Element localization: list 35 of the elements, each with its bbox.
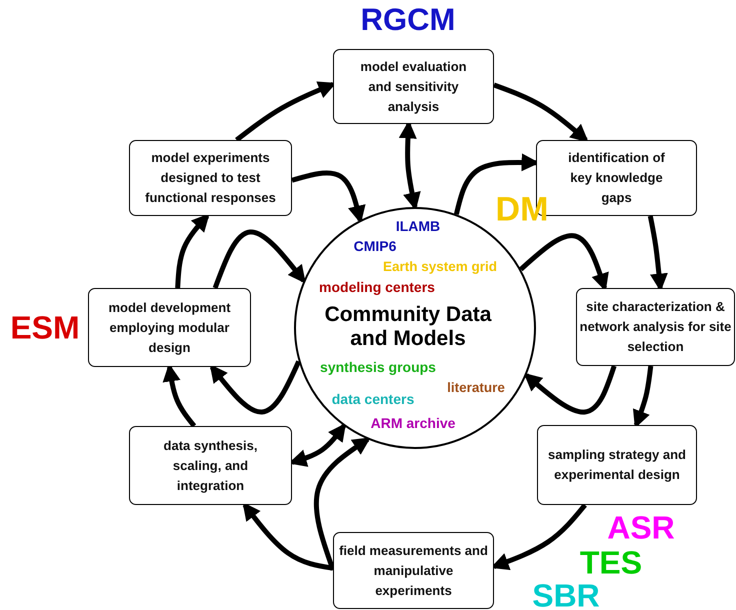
process-box <box>129 140 292 216</box>
process-box <box>333 532 494 609</box>
resource-label: ARM archive <box>370 414 456 432</box>
box-text: identification of key knowledge gaps <box>567 149 666 207</box>
box-text: model development employing modular design <box>107 298 232 357</box>
resource-label: synthesis groups <box>320 358 436 376</box>
resource-label: ILAMB <box>396 218 440 234</box>
box-text: sampling strategy and experimental design <box>547 446 687 484</box>
box-text: model experiments designed to test functional responses <box>144 149 277 207</box>
arrow <box>175 213 210 288</box>
resource-label: CMIP6 <box>354 238 396 254</box>
arrow <box>524 365 617 414</box>
circle-title: Community Data and Models <box>324 302 492 352</box>
process-box <box>129 426 292 505</box>
arrow <box>242 502 334 571</box>
arrow <box>210 360 301 414</box>
resource-label: Earth system grid <box>382 259 498 275</box>
process-box <box>88 288 251 367</box>
arrow <box>212 230 306 289</box>
group-acronym: DM <box>496 190 548 230</box>
resource-label: modeling centers <box>319 278 435 296</box>
group-acronym: RGCM <box>360 2 456 38</box>
resource-label: literature <box>447 380 505 396</box>
group-acronym: ASR <box>607 510 675 546</box>
process-box <box>333 49 494 124</box>
arrow <box>493 82 589 142</box>
process-box <box>576 288 735 366</box>
box-text: field measurements and manipulative experiments <box>338 542 488 600</box>
arrow <box>314 437 371 571</box>
box-text: site characterization & network analysis for site selection <box>580 298 732 356</box>
group-acronym: ESM <box>10 310 80 346</box>
process-box <box>537 425 697 505</box>
resource-label: data centers <box>332 390 414 408</box>
box-text: model evaluation and sensitivity analysis <box>359 58 468 116</box>
box-text: data synthesis, scaling, and integration <box>162 436 258 495</box>
